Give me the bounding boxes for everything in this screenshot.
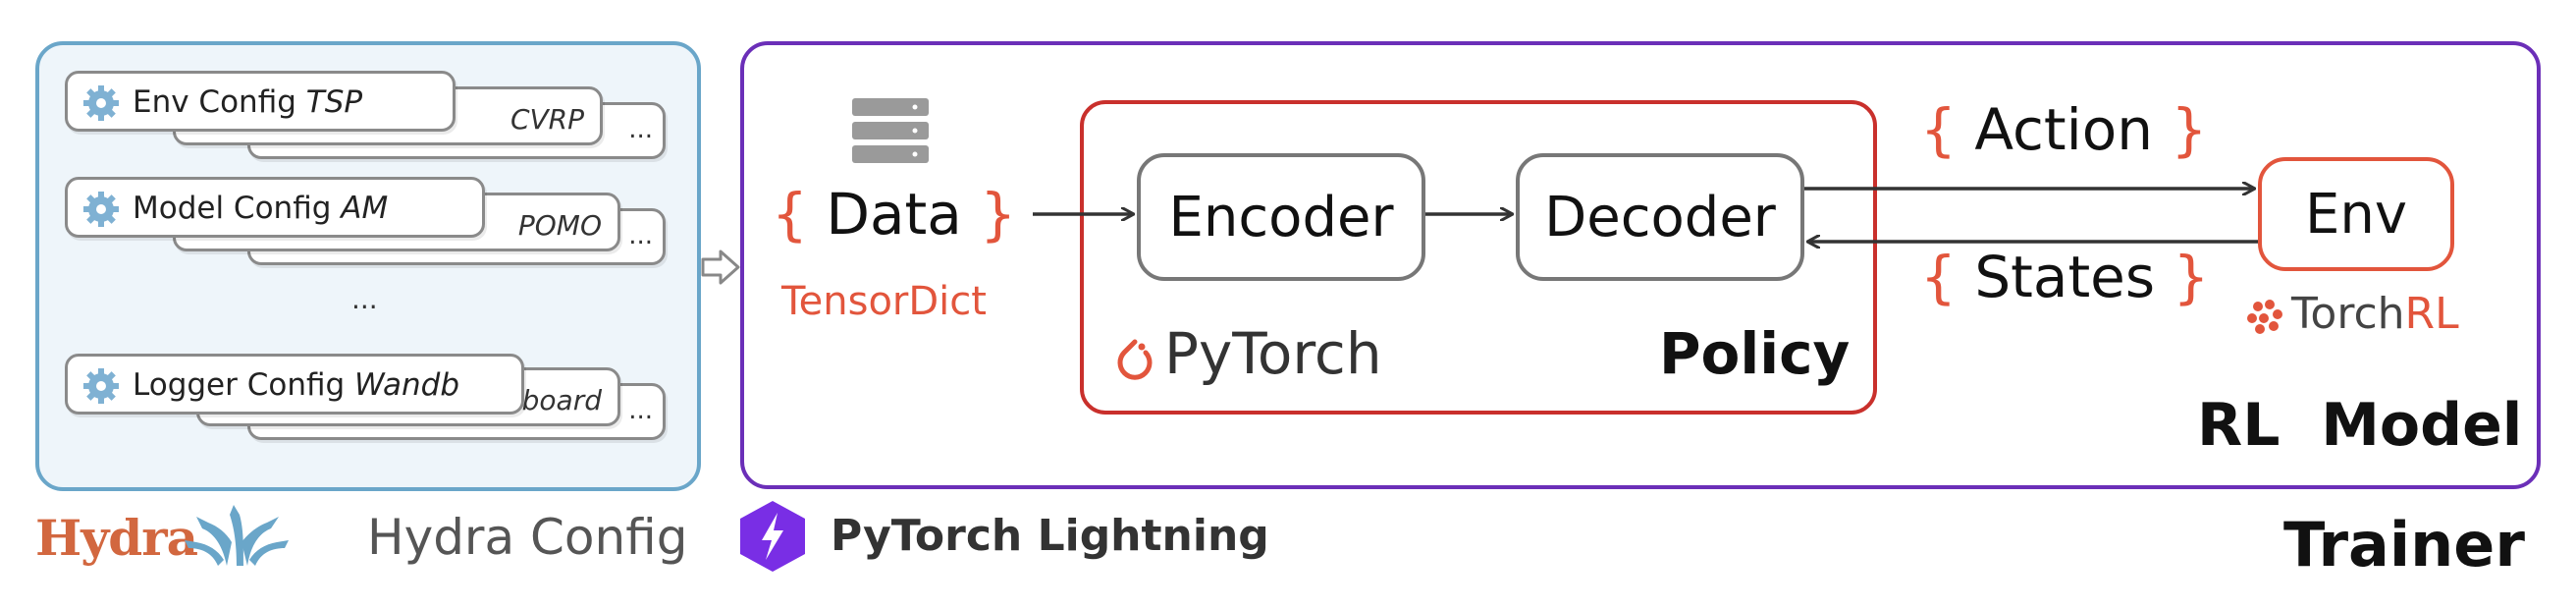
encoder-label: Encoder [1168, 185, 1394, 249]
data-label: { Data } [772, 181, 1017, 248]
env-config-more: ... [628, 115, 653, 144]
database-icon [852, 98, 929, 163]
env-config-selected: TSP [305, 84, 363, 120]
encoder-node: Encoder [1137, 153, 1425, 281]
decoder-label: Decoder [1544, 185, 1776, 249]
torchrl-label: TorchRL [2291, 289, 2459, 339]
env-config-label: Env Config TSP [133, 84, 363, 120]
torchrl-icon [2247, 300, 2282, 334]
lightning-icon [740, 501, 805, 572]
env-label: Env [2304, 182, 2407, 247]
policy-label: Policy [1659, 320, 1851, 387]
hydra-logo-text: Hydra [35, 509, 198, 567]
logger-config-label: Logger Config Wandb [133, 367, 460, 403]
model-config-selected: AM [341, 191, 389, 226]
action-label: { Action } [1920, 96, 2208, 163]
pytorch-label: PyTorch [1164, 320, 1382, 387]
tensordict-label: TensorDict [781, 279, 987, 324]
rl-model-label: RL Model [2197, 391, 2523, 460]
gear-icon [83, 368, 119, 404]
logger-config-more: ... [628, 396, 653, 425]
model-config-more: ... [628, 221, 653, 250]
trainer-label: Trainer [2283, 509, 2525, 581]
model-config-alt: POMO [517, 209, 602, 242]
config-to-trainer-arrow-icon [701, 249, 740, 285]
states-text: States [1974, 244, 2156, 310]
env-config-card[interactable]: Env Config TSP [65, 71, 456, 132]
hydra-logo: Hydra [35, 505, 289, 568]
hydra-heads-icon [185, 505, 289, 566]
model-config-label: Model Config AM [133, 191, 389, 226]
logger-config-alt: rboard [510, 384, 602, 416]
pytorch-lightning-label: PyTorch Lightning [831, 511, 1269, 561]
pytorch-flame-icon [1117, 339, 1153, 380]
data-text: Data [826, 181, 962, 248]
config-ellipsis: ... [351, 283, 378, 315]
decoder-node: Decoder [1516, 153, 1804, 281]
env-config-alt: CVRP [510, 103, 584, 136]
action-text: Action [1974, 96, 2153, 163]
gear-icon [83, 192, 119, 227]
logger-config-card[interactable]: Logger Config Wandb [65, 354, 524, 415]
states-label: { States } [1920, 244, 2210, 310]
env-node: Env [2258, 157, 2454, 271]
logger-config-selected: Wandb [354, 367, 460, 403]
gear-icon [83, 85, 119, 121]
model-config-card[interactable]: Model Config AM [65, 177, 485, 238]
hydra-config-caption: Hydra Config [367, 509, 688, 566]
